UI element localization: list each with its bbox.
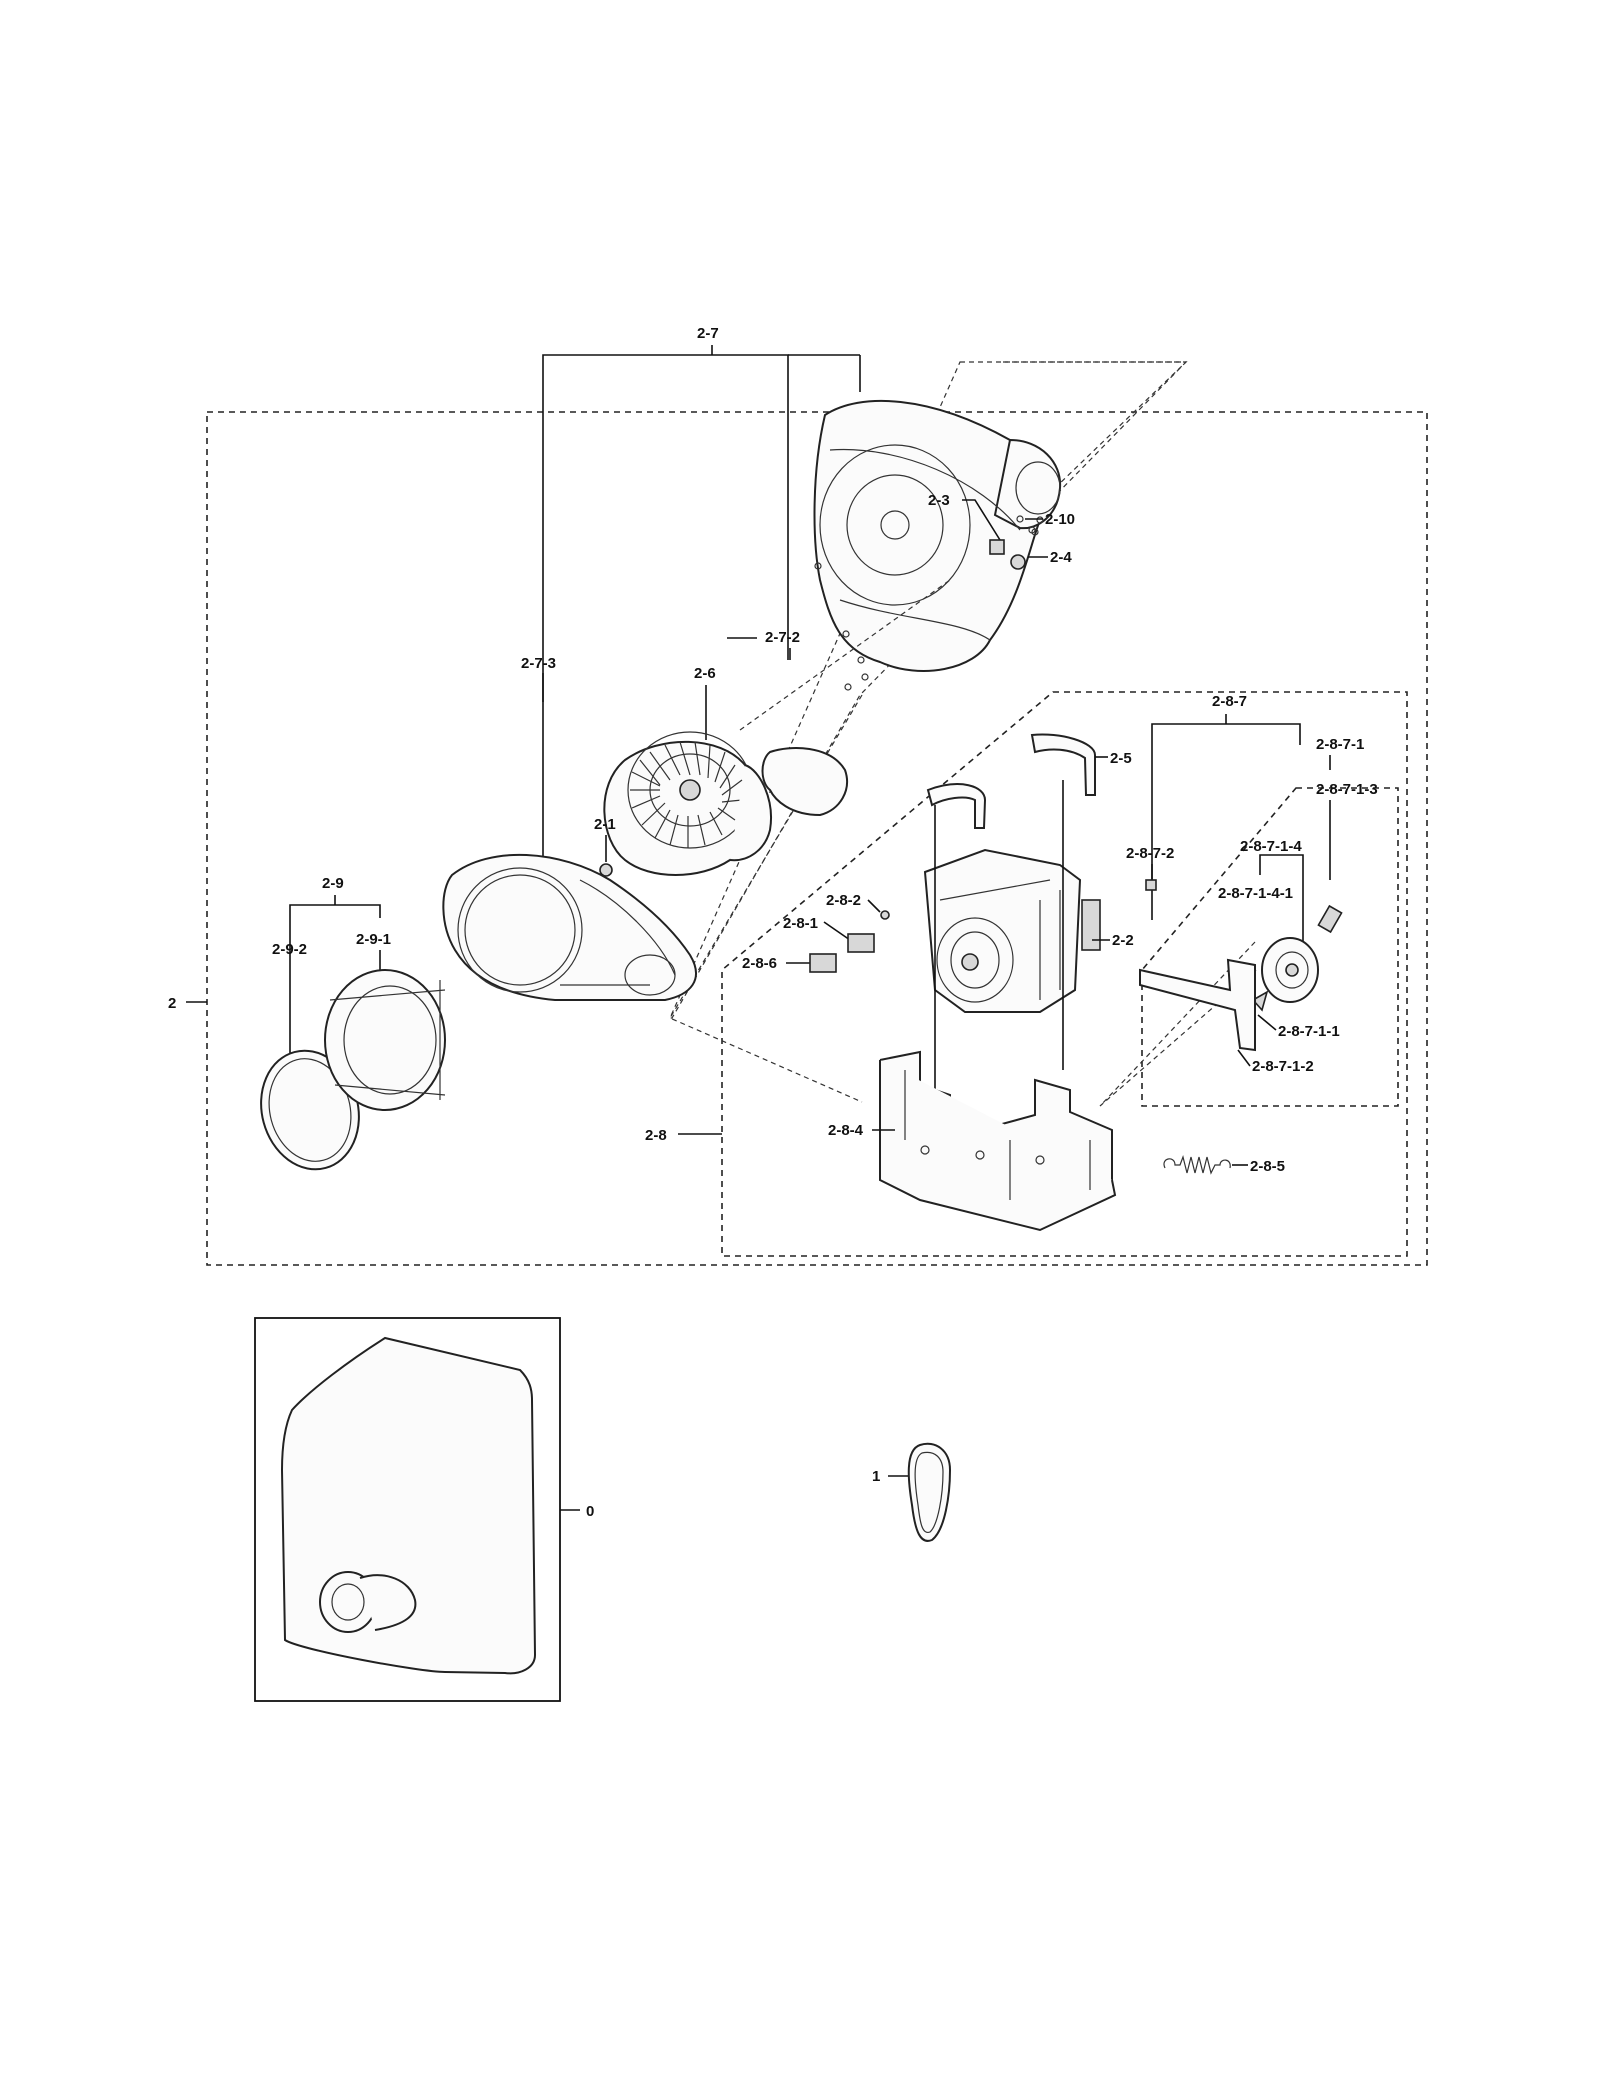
label-2-3: 2-3 xyxy=(928,492,950,509)
plane-2-7-lower xyxy=(669,694,863,1103)
label-2-7: 2-7 xyxy=(697,325,719,342)
label-2-6: 2-6 xyxy=(694,665,716,682)
idler-pulley-icon xyxy=(1261,937,1319,1003)
label-2-8-6: 2-8-6 xyxy=(742,955,777,972)
motor-clip-icon xyxy=(926,783,987,829)
label-2-8-2: 2-8-2 xyxy=(826,892,861,909)
label-2-5: 2-5 xyxy=(1110,750,1132,767)
assembly-2-8-7-1-box xyxy=(1141,787,1399,1107)
nut-icon xyxy=(1010,554,1026,570)
label-2-8-7-1-2: 2-8-7-1-2 xyxy=(1252,1058,1314,1075)
label-2-9: 2-9 xyxy=(322,875,344,892)
screw-icon xyxy=(1031,528,1039,536)
label-2-9-2: 2-9-2 xyxy=(272,941,307,958)
connector-2-8-6-icon xyxy=(809,953,837,973)
label-2-8: 2-8 xyxy=(645,1127,667,1144)
label-1: 1 xyxy=(872,1468,880,1485)
label-2-2: 2-2 xyxy=(1112,932,1134,949)
label-2-8-7-1-4-1: 2-8-7-1-4-1 xyxy=(1218,885,1293,902)
label-2-7-2: 2-7-2 xyxy=(765,629,800,646)
axis-line xyxy=(739,579,951,731)
screw-2-8-2-icon xyxy=(880,910,890,920)
shaft-2-8-7-1-3-icon xyxy=(1317,904,1343,934)
label-2-8-1: 2-8-1 xyxy=(783,915,818,932)
clip-2-8-7-1-1-icon xyxy=(1251,990,1269,1012)
leader-2-8-1 xyxy=(823,921,851,941)
label-2-8-7-2: 2-8-7-2 xyxy=(1126,845,1174,862)
fan-impeller-icon xyxy=(603,731,772,876)
assembly-2-8-box xyxy=(721,691,1408,1257)
label-2-1: 2-1 xyxy=(594,816,616,833)
bracket-2-9 xyxy=(289,904,381,918)
screw-icon xyxy=(1016,515,1024,523)
screw-2-8-7-2-icon xyxy=(1145,879,1157,891)
motor-bracket-icon xyxy=(879,1050,1117,1232)
nut-2-1-icon xyxy=(599,863,613,877)
motor-clip-icon xyxy=(1030,733,1096,796)
label-2-4: 2-4 xyxy=(1050,549,1072,566)
leader-2-8-7-1-1 xyxy=(1257,1014,1277,1031)
idler-arm-icon xyxy=(1139,958,1256,1052)
label-0: 0 xyxy=(586,1503,594,1520)
label-2-8-5: 2-8-5 xyxy=(1250,1158,1285,1175)
label-2-10: 2-10 xyxy=(1045,511,1075,528)
screw-icon xyxy=(842,630,850,638)
assembly-2-box xyxy=(206,411,1428,1266)
belt-icon xyxy=(907,1442,952,1542)
label-2-9-1: 2-9-1 xyxy=(356,931,391,948)
bracket-2-7 xyxy=(542,354,789,702)
screw-icon xyxy=(844,683,852,691)
screw-icon xyxy=(861,673,869,681)
duct-2-7-2-icon xyxy=(761,747,848,817)
motor-icon xyxy=(923,848,1101,1013)
label-2-8-7-1: 2-8-7-1 xyxy=(1316,736,1364,753)
blower-housing-icon xyxy=(813,399,1062,672)
label-2-8-7: 2-8-7 xyxy=(1212,693,1247,710)
bracket-clip-icon xyxy=(989,539,1005,555)
screw-icon xyxy=(814,562,822,570)
label-2-8-4: 2-8-4 xyxy=(828,1122,864,1139)
seal-ring-icon xyxy=(260,1049,360,1171)
label-2-8-7-1-3: 2-8-7-1-3 xyxy=(1316,781,1378,798)
leader-2-8-2 xyxy=(867,899,881,913)
screw-icon xyxy=(857,656,865,664)
label-2-7-3: 2-7-3 xyxy=(521,655,556,672)
blower-housing-lower-icon xyxy=(442,853,697,1001)
bag-icon xyxy=(280,1336,537,1675)
spring-icon xyxy=(1163,1154,1231,1175)
leader-2-3 xyxy=(962,499,1001,541)
bracket-2-8-7-1-4 xyxy=(1259,854,1304,875)
label-2-8-7-1-1: 2-8-7-1-1 xyxy=(1278,1023,1340,1040)
label-2-8-7-1-4: 2-8-7-1-4 xyxy=(1240,838,1302,855)
filter-frame-icon xyxy=(324,969,446,1111)
screw-icon xyxy=(1036,516,1044,524)
blower-assembly-mini-icon xyxy=(319,1571,417,1633)
leader-2-8-7-1-2 xyxy=(1237,1049,1251,1067)
label-2: 2 xyxy=(168,995,176,1012)
connector-2-8-1-icon xyxy=(847,933,875,953)
